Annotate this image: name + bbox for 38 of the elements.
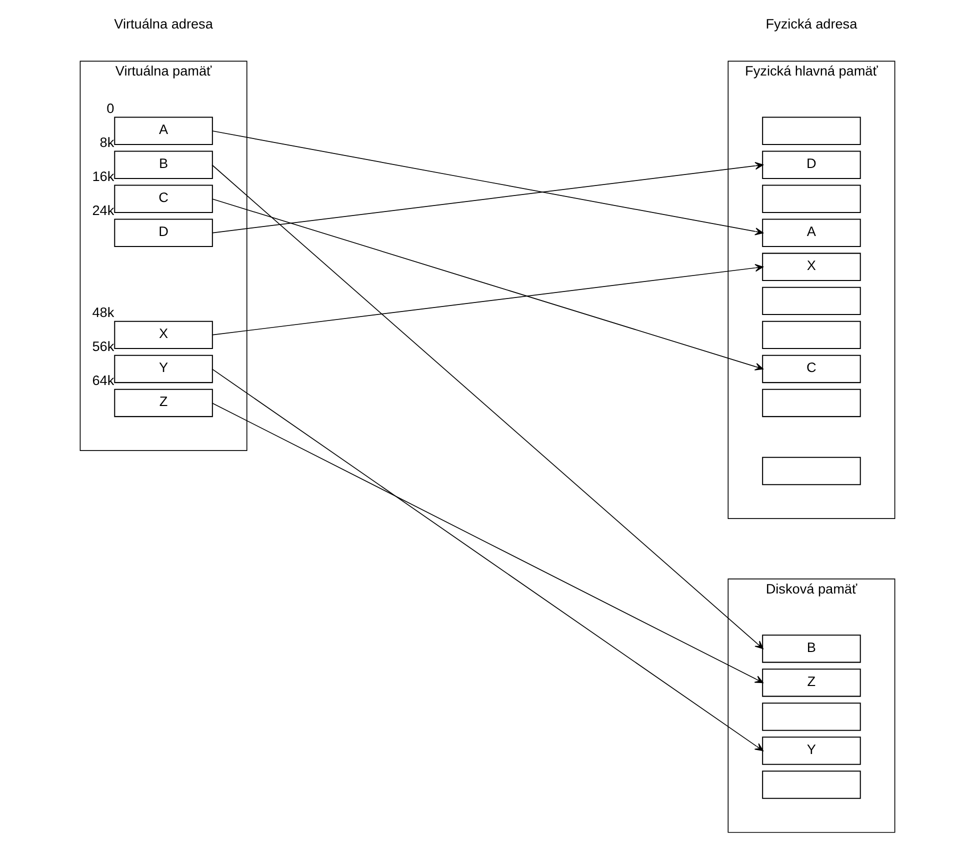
node-box: [762, 320, 860, 350]
node-box: Y: [762, 736, 860, 765]
node-label: 48k: [92, 304, 114, 320]
node-box: [762, 286, 860, 316]
node-box: [762, 770, 860, 799]
node-box: A: [762, 218, 860, 248]
arrow: [211, 198, 763, 370]
node-label: 56k: [92, 338, 114, 354]
node-box: [762, 184, 860, 213]
label: Virtuálna adresa: [114, 16, 212, 32]
node-box: A: [114, 116, 212, 145]
node-box: B: [762, 634, 860, 663]
node-label: 16k: [92, 168, 114, 184]
arrow: [211, 402, 763, 684]
node-box: C: [762, 354, 860, 384]
arrow: [211, 162, 763, 234]
node-label: 8k: [99, 134, 114, 150]
node-box: [762, 116, 860, 145]
arrow: [211, 164, 763, 650]
node-label: 64k: [92, 372, 114, 388]
node-box: Z: [762, 668, 860, 697]
arrow: [211, 130, 763, 236]
node-box: Y: [114, 354, 212, 384]
node-box: X: [762, 252, 860, 282]
node-box: Z: [114, 388, 212, 418]
node-box: [762, 456, 860, 486]
node-box: B: [114, 150, 212, 179]
node-box: [762, 388, 860, 418]
label: Fyzická adresa: [765, 16, 857, 32]
node-box: [762, 702, 860, 731]
node-label: 24k: [92, 202, 114, 218]
node-label: 0: [106, 100, 114, 116]
arrow: [211, 264, 763, 336]
arrow: [211, 368, 763, 752]
node-box: C: [114, 184, 212, 213]
node-box: X: [114, 320, 212, 350]
node-box: D: [762, 150, 860, 179]
node-box: D: [114, 218, 212, 248]
